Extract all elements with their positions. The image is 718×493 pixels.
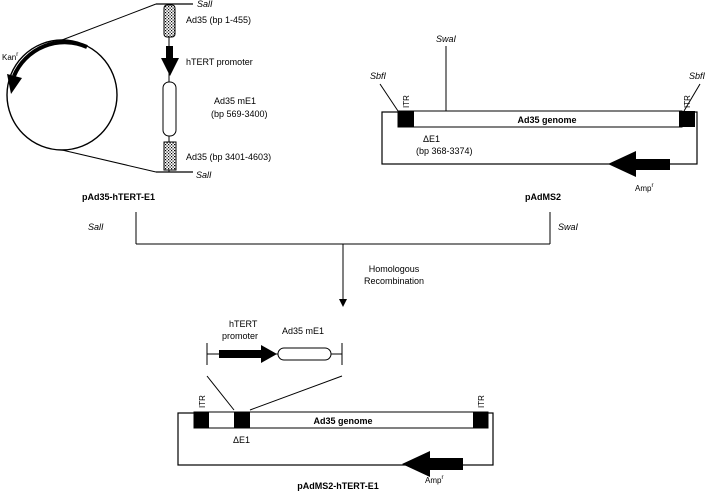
product-zoom-left <box>206 375 235 411</box>
product-promoter-line1: hTERT <box>229 319 258 329</box>
product-delta-label: ΔE1 <box>233 435 250 445</box>
product-promoter-line2: promoter <box>222 331 258 341</box>
me1-label-line1: Ad35 mE1 <box>214 96 256 106</box>
me1-capsule <box>277 347 332 361</box>
product-genome-label: Ad35 genome <box>313 416 372 426</box>
amp-arrow <box>608 151 670 177</box>
product-amp-arrow <box>402 451 463 477</box>
sbfi-right-label: SbfI <box>689 71 706 81</box>
kan-arrow-head <box>7 74 22 94</box>
product-me1-label: Ad35 mE1 <box>282 326 324 336</box>
sali-bottom-label: SalI <box>196 170 212 180</box>
promoter-arrow <box>219 345 277 363</box>
product-itr-right-label: ITR <box>477 395 486 408</box>
itr-right-block <box>679 111 695 127</box>
ad35-left-segment <box>163 4 176 38</box>
product-zoom-right <box>249 375 343 411</box>
ad35-right-label: Ad35 (bp 3401-4603) <box>186 152 271 162</box>
sali-top-label: SalI <box>197 0 213 9</box>
itr-left-block <box>398 111 414 127</box>
digest-left-label: SalI <box>88 222 104 232</box>
itr-left-label: ITR <box>402 95 411 108</box>
sbfi-left-label: SbfI <box>370 71 387 81</box>
amp-label: Ampr <box>635 183 653 193</box>
ad35-genome-label: Ad35 genome <box>517 115 576 125</box>
zoom-line-top <box>61 3 157 41</box>
recombination-line2: Recombination <box>364 276 424 286</box>
product-insert-block <box>234 412 250 428</box>
product-name: pAdMS2-hTERT-E1 <box>297 481 379 491</box>
promoter-arrow-head <box>161 58 179 76</box>
kan-label: Kanr <box>2 52 18 62</box>
delta-e1-range: (bp 368-3374) <box>416 146 473 156</box>
ad35-left-label: Ad35 (bp 1-455) <box>186 15 251 25</box>
kan-arrow-body <box>12 40 88 77</box>
recombination-step: SalI SwaI Homologous Recombination <box>88 212 579 307</box>
plasmid-padms2: SwaI SbfI SbfI ITR ITR Ad35 genome ΔE1 (… <box>370 34 706 202</box>
delta-e1-label: ΔE1 <box>423 134 440 144</box>
ad35-me1-segment <box>162 81 177 137</box>
plasmid-circle <box>6 39 118 151</box>
zoom-line-bottom <box>61 149 157 173</box>
down-arrow-head <box>339 299 347 307</box>
swai-label: SwaI <box>436 34 457 44</box>
itr-right-label: ITR <box>683 95 692 108</box>
plasmid2-name: pAdMS2 <box>525 192 561 202</box>
recombination-line1: Homologous <box>369 264 420 274</box>
plasmid-pad35-htert-e1: Kanr SalI Ad35 (bp 1-455) hTERT promoter… <box>2 0 271 202</box>
product-itr-right <box>473 412 488 428</box>
ad35-right-segment <box>163 141 177 171</box>
product-itr-left-label: ITR <box>198 395 207 408</box>
digest-right-label: SwaI <box>558 222 579 232</box>
htert-promoter-label: hTERT promoter <box>186 57 253 67</box>
promoter-arrow-body <box>166 46 173 59</box>
plasmid-padms2-htert-e1: hTERT promoter Ad35 mE1 ITR ITR Ad35 gen… <box>177 319 494 491</box>
plasmid1-name: pAd35-hTERT-E1 <box>82 192 155 202</box>
sbfi-right-line <box>683 83 701 112</box>
sbfi-left-line <box>379 83 399 112</box>
product-amp-label: Ampr <box>425 475 443 485</box>
product-itr-left <box>194 412 209 428</box>
me1-label-line2: (bp 569-3400) <box>211 109 268 119</box>
